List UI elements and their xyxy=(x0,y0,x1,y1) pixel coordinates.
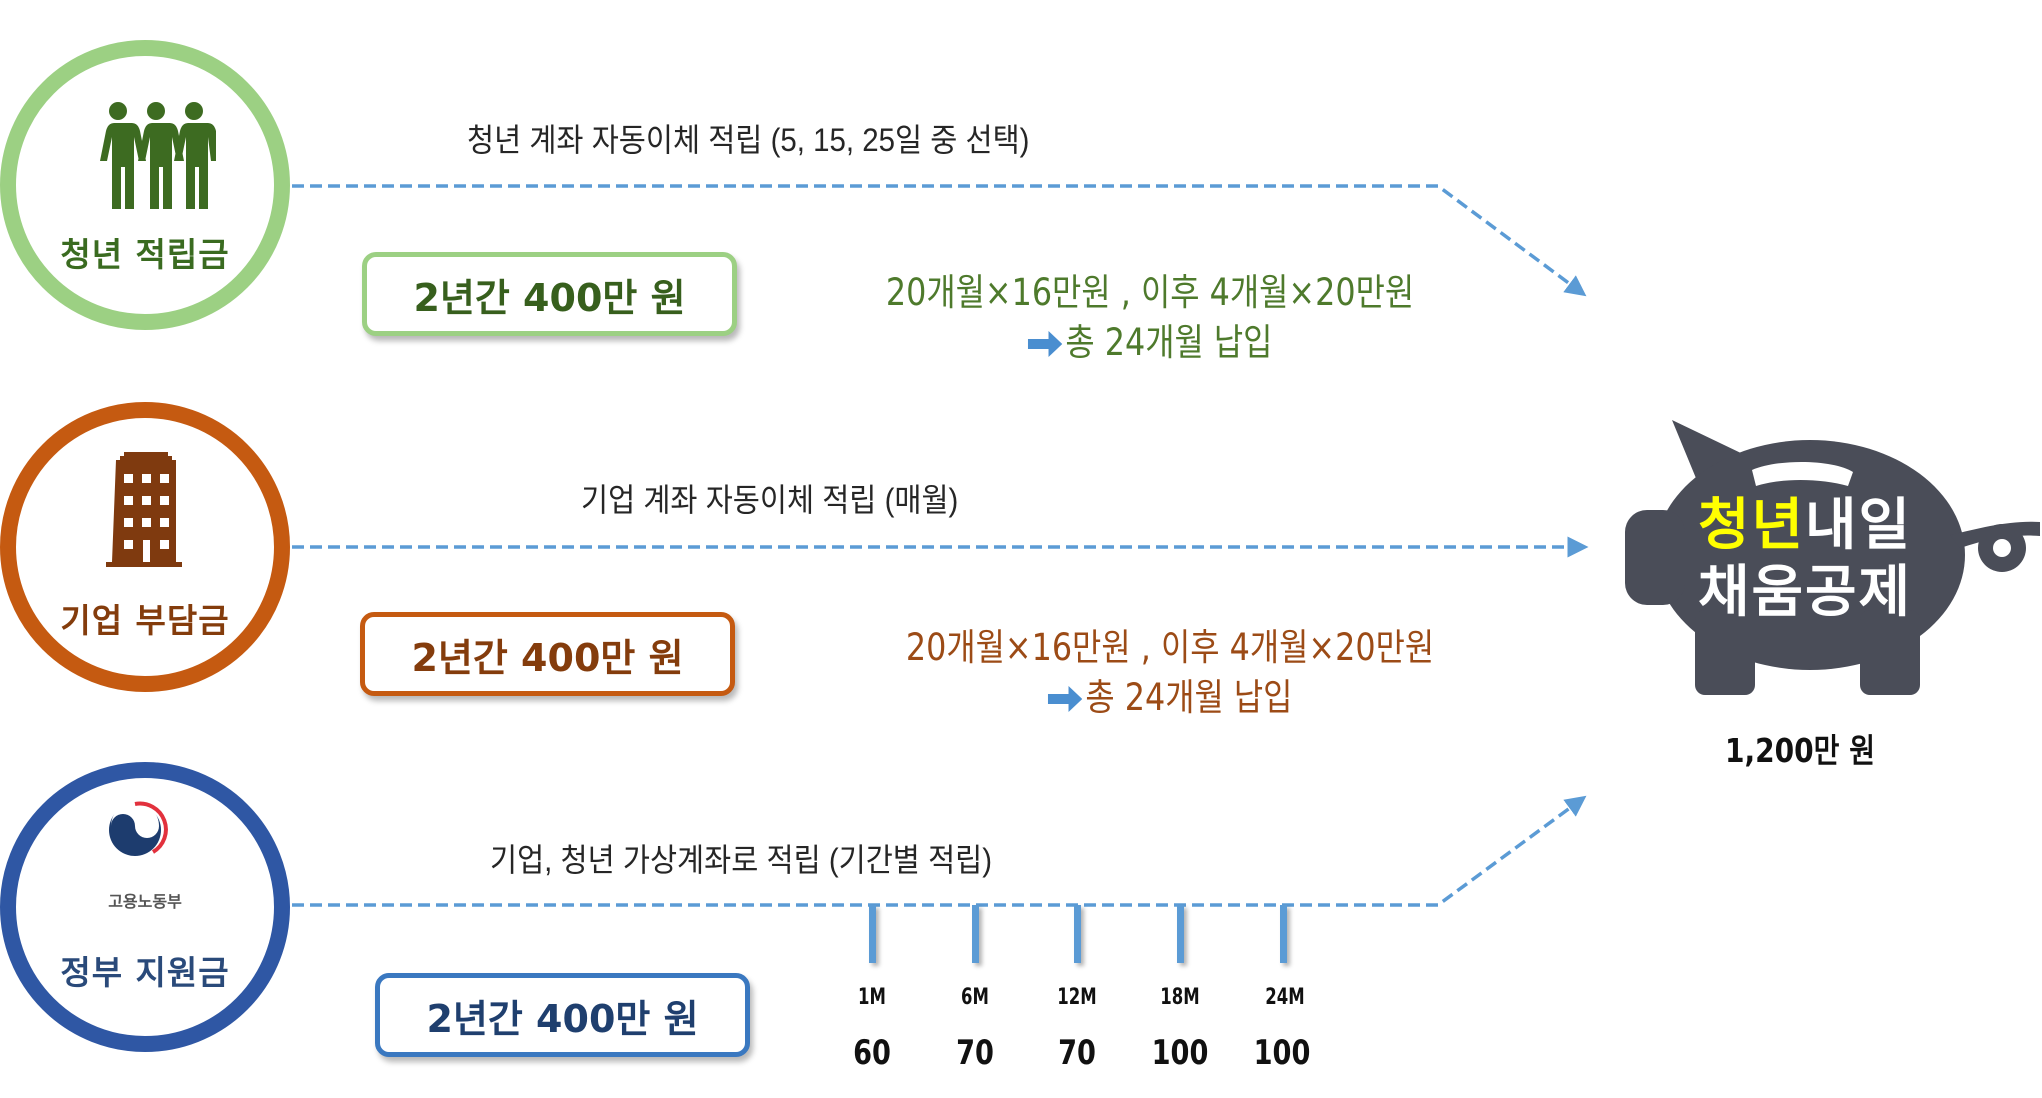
government-flow-text: 기업, 청년 가상계좌로 적립 (기간별 적립) xyxy=(490,842,993,878)
timeline-tick-18m xyxy=(1177,905,1184,963)
period-label: 12M xyxy=(1057,985,1097,1010)
youth-payment-detail: 20개월×16만원 , 이후 4개월×20만원 총 24개월 납입 xyxy=(815,268,1486,368)
company-detail-line2-wrap: 총 24개월 납입 xyxy=(835,673,1506,723)
youth-savings-circle: 청년 적립금 xyxy=(0,40,290,330)
timeline-tick-1m xyxy=(869,905,876,963)
period-amount: 70 xyxy=(1058,1033,1096,1073)
company-contribution-circle: 기업 부담금 xyxy=(0,402,290,692)
company-payment-detail: 20개월×16만원 , 이후 4개월×20만원 총 24개월 납입 xyxy=(835,623,1506,723)
government-subsidy-label: 정부 지원금 xyxy=(60,953,230,992)
timeline-tick-24m xyxy=(1280,905,1287,963)
company-contribution-label: 기업 부담금 xyxy=(60,601,230,640)
period-label: 24M xyxy=(1265,985,1305,1010)
program-name-line2: 채움공제 xyxy=(1697,560,1913,625)
government-emblem-icon xyxy=(109,801,168,856)
company-detail-line2: 총 24개월 납입 xyxy=(1085,676,1293,719)
program-name-highlight: 청년 xyxy=(1697,493,1805,558)
office-building-icon xyxy=(106,452,182,567)
timeline-tick-12m xyxy=(1074,905,1081,963)
government-amount-box: 2년간 400만 원 xyxy=(375,973,750,1057)
right-arrow-icon xyxy=(1047,686,1082,712)
youth-detail-line2-wrap: 총 24개월 납입 xyxy=(815,318,1486,368)
youth-detail-line2: 총 24개월 납입 xyxy=(1065,321,1273,364)
youth-amount-box: 2년간 400만 원 xyxy=(362,252,737,336)
period-label: 18M xyxy=(1160,985,1200,1010)
right-arrow-icon xyxy=(1027,331,1062,357)
company-amount-box: 2년간 400만 원 xyxy=(360,612,735,696)
timeline-tick-6m xyxy=(972,905,979,963)
company-detail-line1: 20개월×16만원 , 이후 4개월×20만원 xyxy=(905,626,1435,669)
youth-flow-text: 청년 계좌 자동이체 적립 (5, 15, 25일 중 선택) xyxy=(467,122,1030,158)
company-flow-text: 기업 계좌 자동이체 적립 (매월) xyxy=(581,482,959,518)
youth-detail-line1: 20개월×16만원 , 이후 4개월×20만원 xyxy=(885,271,1415,314)
government-flow-line xyxy=(292,795,1587,907)
piggy-bank-icon xyxy=(1625,420,2040,695)
youth-savings-label: 청년 적립금 xyxy=(60,235,230,274)
government-subsidy-circle: 고용노동부 정부 지원금 xyxy=(0,762,290,1052)
people-group-icon xyxy=(100,102,216,209)
period-label: 1M xyxy=(858,985,886,1010)
period-amount: 100 xyxy=(1253,1033,1311,1073)
period-label: 6M xyxy=(961,985,989,1010)
program-name: 청년내일 xyxy=(1690,493,1920,559)
period-amount: 60 xyxy=(853,1033,891,1073)
period-amount: 100 xyxy=(1151,1033,1209,1073)
program-name-rest: 내일 xyxy=(1805,493,1913,558)
youth-flow-line xyxy=(292,184,1587,297)
period-amount: 70 xyxy=(956,1033,994,1073)
total-amount: 1,200만 원 xyxy=(1724,731,1876,770)
ministry-name: 고용노동부 xyxy=(108,892,182,911)
